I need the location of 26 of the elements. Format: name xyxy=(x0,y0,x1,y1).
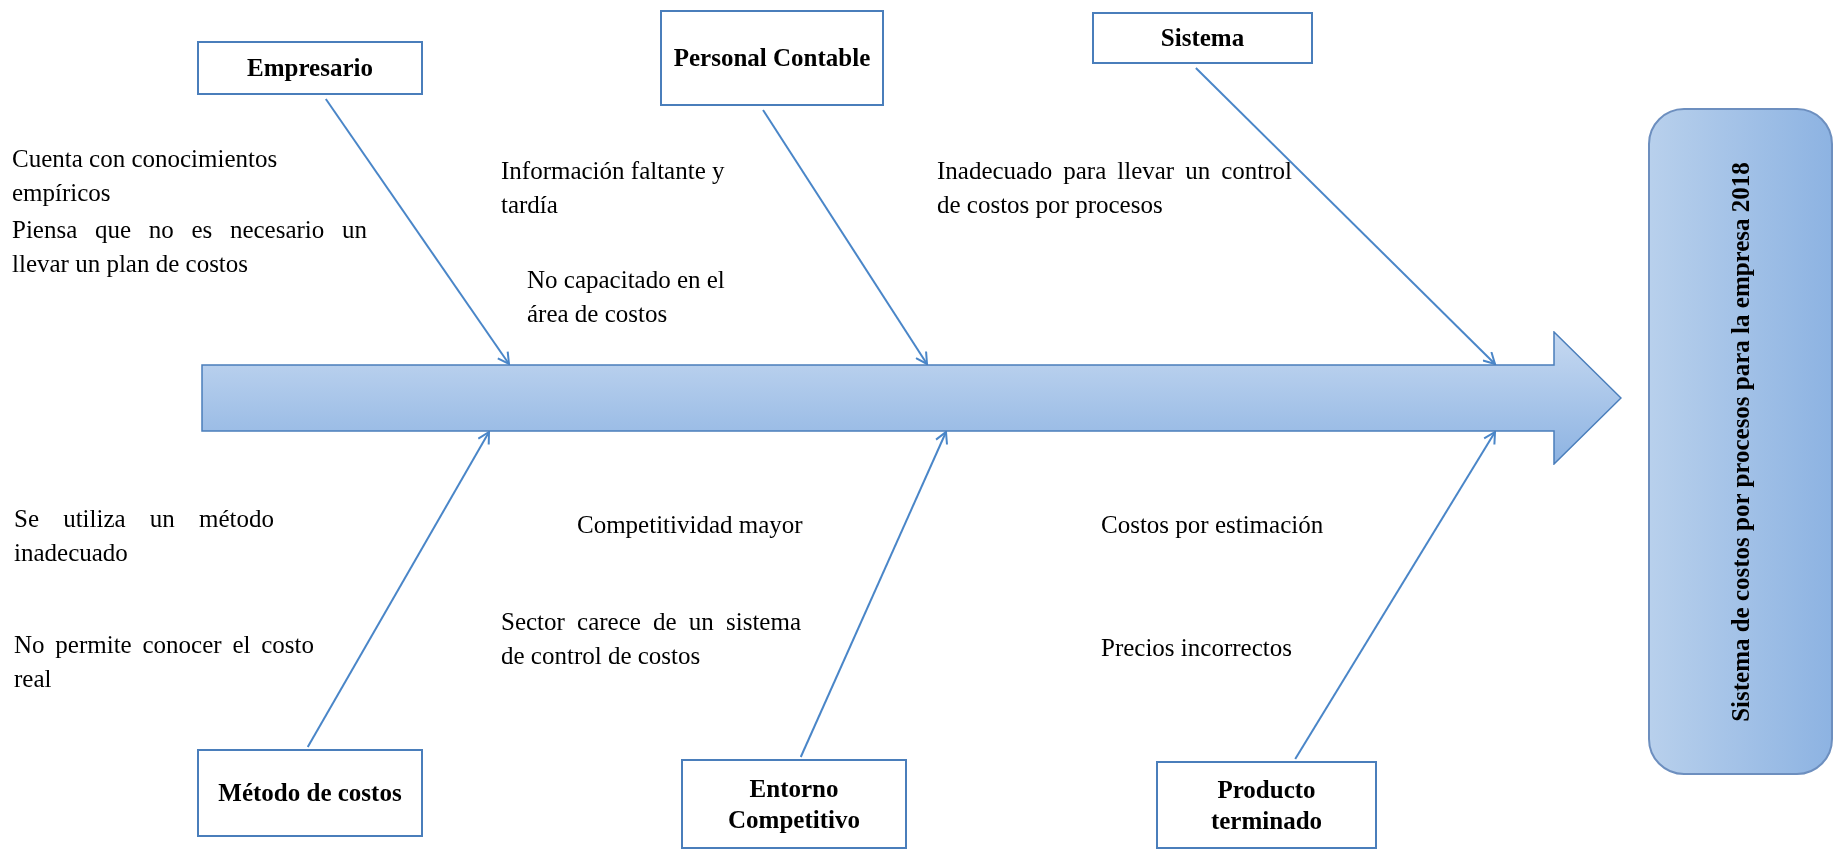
arrow xyxy=(762,109,928,365)
cause-text: Precios incorrectos xyxy=(1101,633,1293,663)
arrow xyxy=(799,431,948,758)
cause-text: Sector carece de un sistema de control de costos xyxy=(501,607,801,671)
cause-text: No permite conocer el costo real xyxy=(14,630,314,694)
cause-text: Costos por estimación xyxy=(1101,510,1325,540)
cause-text: Inadecuado para llevar un control de costos por procesos xyxy=(937,156,1292,220)
category-box: Sistema xyxy=(1092,12,1313,64)
effect-box xyxy=(1648,108,1833,775)
category-box: Empresario xyxy=(197,41,423,95)
cause-text: Piensa que no es necesario un llevar un plan de costos xyxy=(12,215,367,279)
category-box: Entorno Competitivo xyxy=(681,759,907,849)
arrow xyxy=(324,98,510,365)
cause-text: Competitividad mayor xyxy=(577,510,804,540)
cause-text: No capacitado en el área de costos xyxy=(527,265,726,329)
cause-text: Cuenta con conocimientos empíricos xyxy=(12,144,279,208)
category-box: Personal Contable xyxy=(660,10,884,106)
cause-text: Se utiliza un método inadecuado xyxy=(14,504,274,568)
category-box: Producto terminado xyxy=(1156,761,1377,849)
cause-text: Información faltante y tardía xyxy=(501,156,726,220)
category-box: Método de costos xyxy=(197,749,423,837)
arrow xyxy=(1294,431,1496,760)
effect-text: Sistema de costos por procesos para la empresa 2018 xyxy=(1725,161,1755,722)
arrow xyxy=(1194,67,1496,365)
spine-arrow xyxy=(201,331,1622,465)
arrow xyxy=(306,431,490,748)
